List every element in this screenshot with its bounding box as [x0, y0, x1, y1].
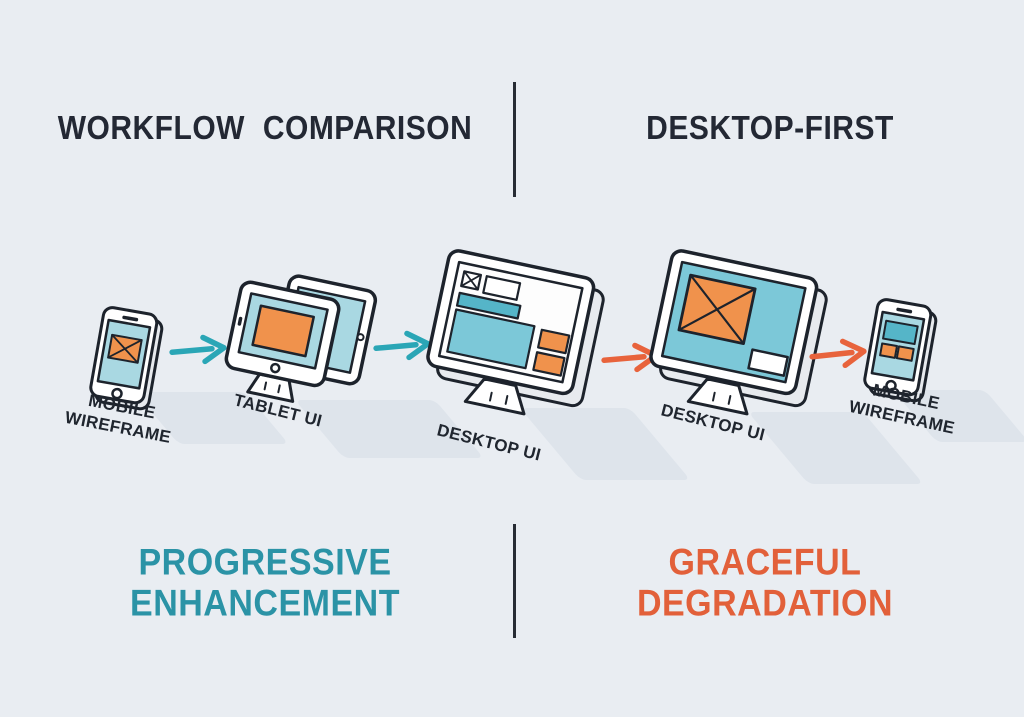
desktop-ui-icon — [425, 249, 605, 455]
arrow-right-icon — [369, 325, 436, 366]
graceful-degradation-caption: GRACEFUL DEGRADATION — [636, 541, 894, 625]
tablet-ui-icon — [224, 274, 378, 418]
top-divider-line — [513, 82, 516, 197]
desktop-ui-icon — [648, 249, 828, 455]
arrow-right-icon — [165, 329, 232, 370]
mobile-wireframe-icon — [862, 298, 942, 405]
workflow-comparison-title: WORKFLOW COMPARISON — [57, 109, 473, 147]
progressive-enhancement-caption: PROGRESSIVE ENHANCEMENT — [130, 541, 400, 625]
arrow-right-icon — [804, 333, 871, 375]
mobile-wireframe-icon — [88, 306, 168, 413]
bottom-divider-line — [513, 524, 516, 638]
desktop-first-title: DESKTOP-FIRST — [646, 109, 894, 147]
